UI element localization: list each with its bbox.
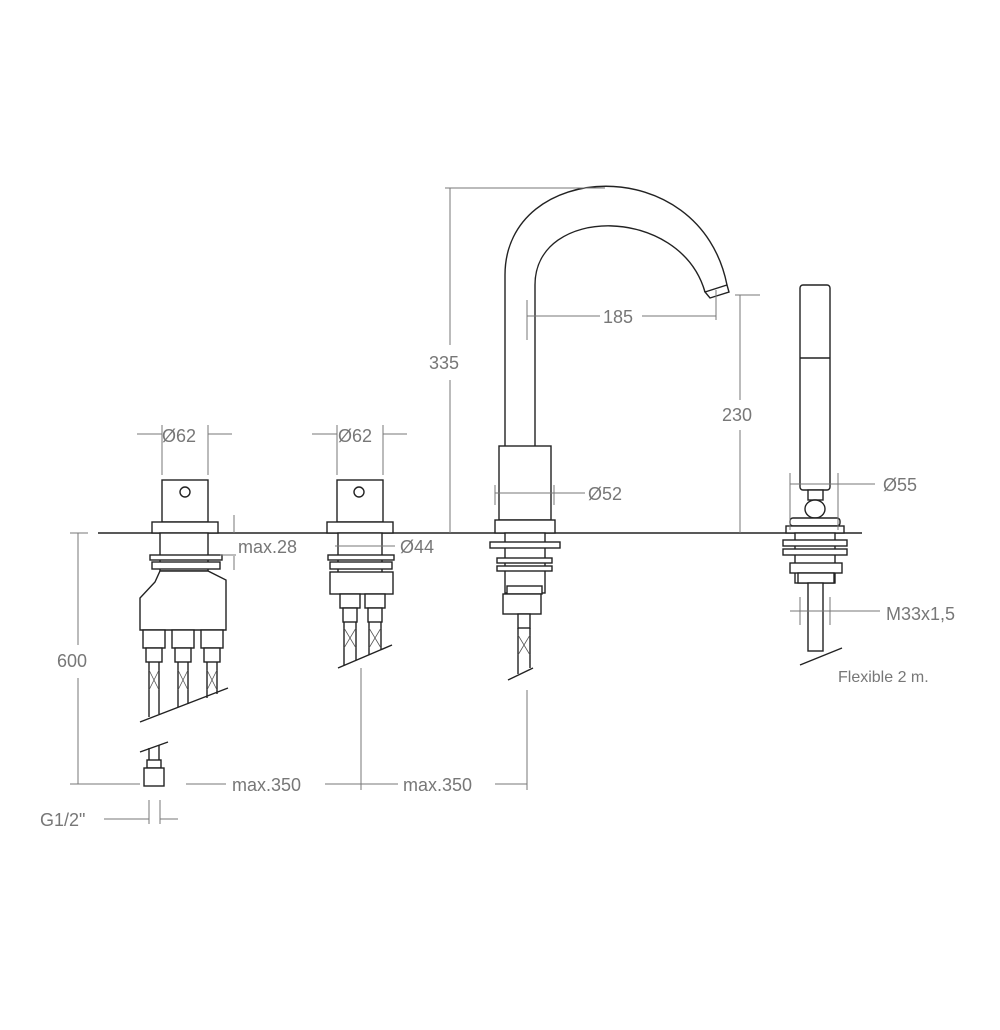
spout-diameter-label: Ø52 (588, 484, 622, 504)
hole-diameter-label: Ø44 (400, 537, 434, 557)
left-connector-2 (171, 629, 195, 649)
left-body (139, 570, 227, 631)
spacing1-label: max.350 (232, 775, 301, 795)
spout-outer (504, 185, 728, 446)
left-base-plate (151, 521, 219, 534)
left-handle (161, 479, 209, 523)
shower-thread-label: M33x1,5 (886, 604, 955, 624)
shower-hose-label: Flexible 2 m. (838, 669, 929, 686)
spout-inner (534, 225, 706, 446)
spout (489, 185, 730, 681)
shower-hose (807, 582, 824, 652)
spout-aerator (703, 284, 730, 299)
left-break-line-2 (139, 741, 169, 753)
handle1-diameter-label: Ø62 (162, 426, 196, 446)
spout-break-line (507, 667, 534, 681)
hose-length-label: 600 (57, 651, 87, 671)
left-washer (149, 554, 223, 561)
middle-handle (336, 479, 384, 523)
spout-clearance-label: 230 (722, 405, 752, 425)
middle-body (329, 571, 394, 595)
spout-nut (502, 593, 542, 615)
shower-handset (799, 284, 831, 491)
max-deck-thickness-label: max.28 (238, 537, 297, 557)
connection-label: G1/2" (40, 810, 85, 830)
left-connector-1 (142, 629, 166, 649)
left-handle-indicator (179, 486, 191, 498)
left-connector-3 (200, 629, 224, 649)
handle2-diameter-label: Ø62 (338, 426, 372, 446)
dimension-lines (70, 187, 880, 824)
left-break-line (139, 687, 229, 723)
shower-break-line (799, 647, 843, 666)
spacing2-label: max.350 (403, 775, 472, 795)
middle-break-line (337, 644, 393, 669)
hand-shower (782, 284, 848, 666)
spout-reach-label: 185 (603, 307, 633, 327)
spout-base (498, 445, 552, 521)
left-nut (151, 561, 221, 570)
spout-height-label: 335 (429, 353, 459, 373)
left-valve (139, 479, 229, 787)
middle-valve (326, 479, 395, 669)
left-g12-nut (143, 767, 165, 787)
shower-diameter-label: Ø55 (883, 475, 917, 495)
